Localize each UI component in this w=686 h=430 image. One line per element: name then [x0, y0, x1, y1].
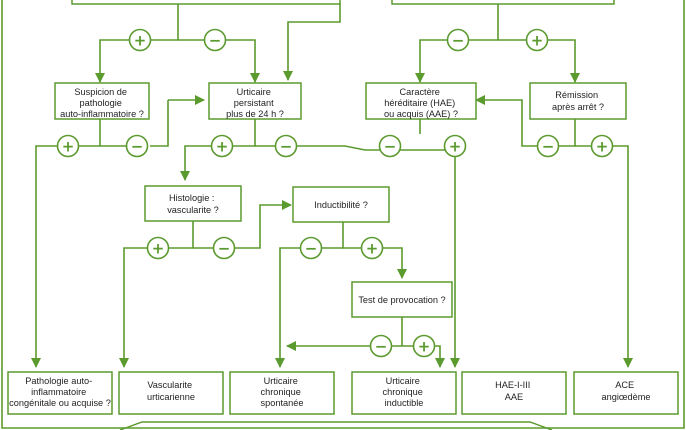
minus-badge: −: [274, 134, 298, 158]
box-spontaneous-chronic-urticaria: [229, 371, 335, 415]
plus-badge: +: [525, 28, 549, 52]
svg-text:−: −: [375, 338, 388, 356]
box-hereditary-character: [365, 82, 477, 120]
minus-badge: −: [203, 28, 227, 52]
label-hae-aae: HAE-I-III AAE: [495, 380, 533, 402]
svg-text:+: +: [62, 138, 75, 156]
bottom-bracket: [119, 421, 553, 430]
svg-text:−: −: [384, 138, 397, 156]
minus-badge: −: [369, 334, 393, 358]
svg-text:+: +: [449, 138, 462, 156]
box-urticarial-vasculitis: [118, 371, 224, 415]
label-remission-after-stop: Rémission après arrêt ?: [552, 90, 604, 112]
box-auto-inflammatory-pathology: [7, 371, 113, 415]
label-ace-angioedema: ACE angiœdème: [601, 380, 650, 402]
top-right-box-cropped: [391, 0, 615, 5]
box-ace-angioedema: [573, 371, 679, 415]
minus-badge: −: [378, 134, 402, 158]
plus-badge: +: [443, 134, 467, 158]
minus-badge: −: [446, 28, 470, 52]
minus-badge: −: [212, 236, 236, 260]
svg-text:−: −: [209, 32, 222, 50]
box-auto-inflammatory-suspicion: [54, 82, 150, 120]
plus-badge: +: [590, 134, 614, 158]
box-provocation-test: [351, 281, 453, 318]
plus-badge: +: [360, 236, 384, 260]
svg-text:+: +: [418, 338, 431, 356]
svg-text:−: −: [218, 240, 231, 258]
label-histology-vasculitis: Histologie : vascularite ?: [167, 193, 219, 215]
label-provocation-test: Test de provocation ?: [358, 295, 445, 305]
svg-text:+: +: [366, 240, 379, 258]
plus-badge: +: [128, 28, 152, 52]
svg-text:+: +: [596, 138, 609, 156]
minus-badge: −: [536, 134, 560, 158]
svg-text:+: +: [216, 138, 229, 156]
label-spontaneous-chronic-urticaria: Urticaire chronique spontanée: [261, 376, 304, 408]
label-auto-inflammatory-pathology: Pathologie auto- inflammatoire congénita…: [9, 376, 111, 408]
svg-text:−: −: [452, 32, 465, 50]
connectors: [31, 4, 633, 368]
svg-text:−: −: [280, 138, 293, 156]
label-inducible-chronic-urticaria: Urticaire chronique inductible: [383, 376, 426, 408]
svg-text:+: +: [134, 32, 147, 50]
plus-badge: +: [210, 134, 234, 158]
label-auto-inflammatory-suspicion: Suspicion de pathologie auto-inflammatoi…: [60, 87, 144, 119]
label-inducibility: Inductibilité ?: [314, 200, 368, 210]
box-inducible-chronic-urticaria: [351, 371, 457, 415]
box-remission-after-stop: [529, 82, 627, 120]
svg-text:−: −: [542, 138, 555, 156]
svg-text:−: −: [305, 240, 318, 258]
box-histology-vasculitis: [144, 185, 242, 222]
minus-badge: −: [125, 134, 149, 158]
top-left-box-cropped: [71, 0, 341, 5]
label-persistent-urticaria: Urticaire persistant plus de 24 h ?: [226, 87, 284, 119]
box-hae-aae: [461, 371, 567, 415]
plus-badge: +: [146, 236, 170, 260]
plus-badge: +: [56, 134, 80, 158]
box-inducibility: [292, 186, 390, 223]
svg-text:−: −: [131, 138, 144, 156]
minus-badge: −: [299, 236, 323, 260]
label-urticarial-vasculitis: Vascularite urticarienne: [147, 380, 195, 402]
plus-badge: +: [412, 334, 436, 358]
svg-text:+: +: [152, 240, 165, 258]
box-persistent-urticaria: [208, 82, 302, 120]
label-hereditary-character: Caractère héréditaire (HAE) ou acquis (A…: [384, 87, 458, 119]
svg-text:+: +: [531, 32, 544, 50]
